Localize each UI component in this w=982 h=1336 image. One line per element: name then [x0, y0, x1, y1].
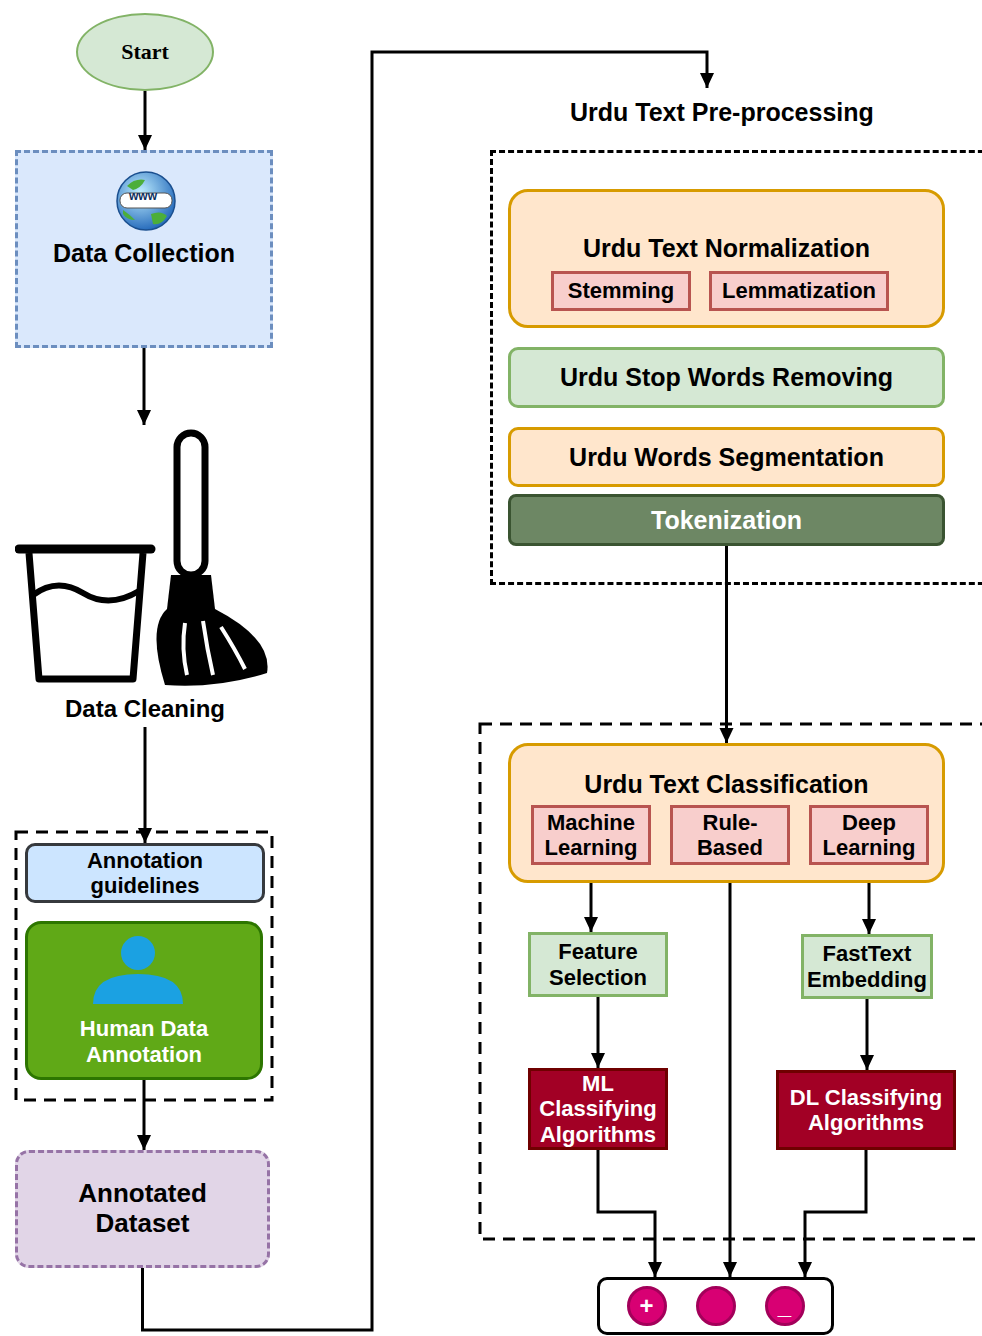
- annotation-box: Human Data Annotation: [25, 921, 263, 1080]
- cleaning-illustration: [15, 427, 275, 689]
- stage-box: Urdu Text NormalizationStemming Lemmatiza…: [508, 189, 945, 328]
- output-box: +_: [597, 1277, 834, 1335]
- node-label: Start: [121, 39, 169, 64]
- bucket-body: [29, 553, 143, 679]
- brush-ferrule: [167, 575, 215, 609]
- node-label: Human Data Annotation: [40, 1016, 248, 1067]
- preprocessing-group: Urdu Text Pre-processingUrdu Text Normal…: [490, 88, 982, 585]
- node-label: Machine Learning: [537, 810, 645, 861]
- node-label: Urdu Text Classification: [584, 770, 868, 799]
- flow-arrow: [729, 865, 732, 1277]
- node-label: Urdu Text Normalization: [583, 234, 870, 263]
- brush-handle: [177, 433, 205, 575]
- globe-land: [123, 210, 135, 220]
- flow-arrow: [598, 1150, 655, 1277]
- node-label: Deep Learning: [815, 810, 923, 861]
- person-body: [93, 974, 183, 1004]
- method-box: Deep Learning: [809, 805, 929, 865]
- flow-arrow: [805, 1150, 866, 1277]
- flow-arrow: [144, 727, 147, 843]
- node-label: DL Classifying Algorithms: [783, 1085, 949, 1136]
- brush-bristles: [183, 621, 245, 675]
- step-box: Feature Selection: [528, 932, 668, 997]
- globe-land: [127, 180, 145, 190]
- icon-label: www: [118, 189, 168, 203]
- flow-arrow: [143, 1080, 146, 1150]
- bucket-rim: [19, 545, 151, 554]
- node-label: Lemmatization: [722, 278, 876, 303]
- step-box: FastText Embedding: [801, 934, 933, 999]
- node-label: Annotation guidelines: [40, 848, 250, 899]
- guideline-box: Annotation guidelines: [25, 843, 265, 903]
- globe-sphere: [117, 172, 175, 230]
- flow-arrow: [597, 997, 600, 1068]
- node-label: Data Cleaning: [65, 695, 225, 723]
- node-label: Data Collection: [53, 239, 235, 268]
- node-label: Urdu Stop Words Removing: [560, 363, 893, 392]
- stage-box: Urdu Stop Words Removing: [508, 347, 945, 408]
- node-label: FastText Embedding: [807, 941, 927, 992]
- node-label: Annotated Dataset: [48, 1179, 237, 1239]
- sign-circle: +: [627, 1286, 667, 1326]
- method-box: Rule-Based: [670, 805, 790, 865]
- stage-box: Tokenization: [508, 494, 945, 546]
- person-head: [121, 936, 155, 970]
- dataset-box: Annotated Dataset: [15, 1150, 270, 1268]
- globe-land: [151, 212, 167, 224]
- stage-box: Urdu Words Segmentation: [508, 427, 945, 487]
- node-label: Stemming: [568, 278, 674, 303]
- node-label: Rule-Based: [679, 810, 781, 861]
- algorithm-box: DL Classifying Algorithms: [776, 1070, 956, 1150]
- sign-circle: _: [765, 1286, 805, 1326]
- stage-box: Urdu Text ClassificationMachine Learning…: [508, 743, 945, 883]
- illustrated-step: Data Cleaning: [15, 425, 275, 727]
- flow-arrow: [725, 546, 728, 743]
- flow-arrow: [866, 999, 869, 1070]
- method-box: Stemming: [551, 271, 691, 311]
- node-label: Urdu Text Pre-processing: [570, 98, 874, 127]
- start-ellipse: Start: [76, 13, 214, 91]
- node-label: Feature Selection: [535, 939, 661, 990]
- node-label: Urdu Words Segmentation: [569, 443, 884, 472]
- process-box: Data Collection: [15, 150, 273, 348]
- method-box: Lemmatization: [709, 271, 889, 311]
- method-box: Machine Learning: [531, 805, 651, 865]
- person-icon: [88, 934, 188, 1006]
- node-label: Tokenization: [651, 506, 802, 535]
- annotation-group-frame: [16, 832, 272, 1100]
- bucket-water: [33, 585, 139, 600]
- sign-circle: [696, 1286, 736, 1326]
- brush-head: [156, 609, 267, 686]
- algorithm-box: ML Classifying Algorithms: [528, 1068, 668, 1150]
- flow-arrow: [144, 91, 147, 150]
- node-label: ML Classifying Algorithms: [535, 1071, 661, 1147]
- flow-arrow: [143, 348, 146, 425]
